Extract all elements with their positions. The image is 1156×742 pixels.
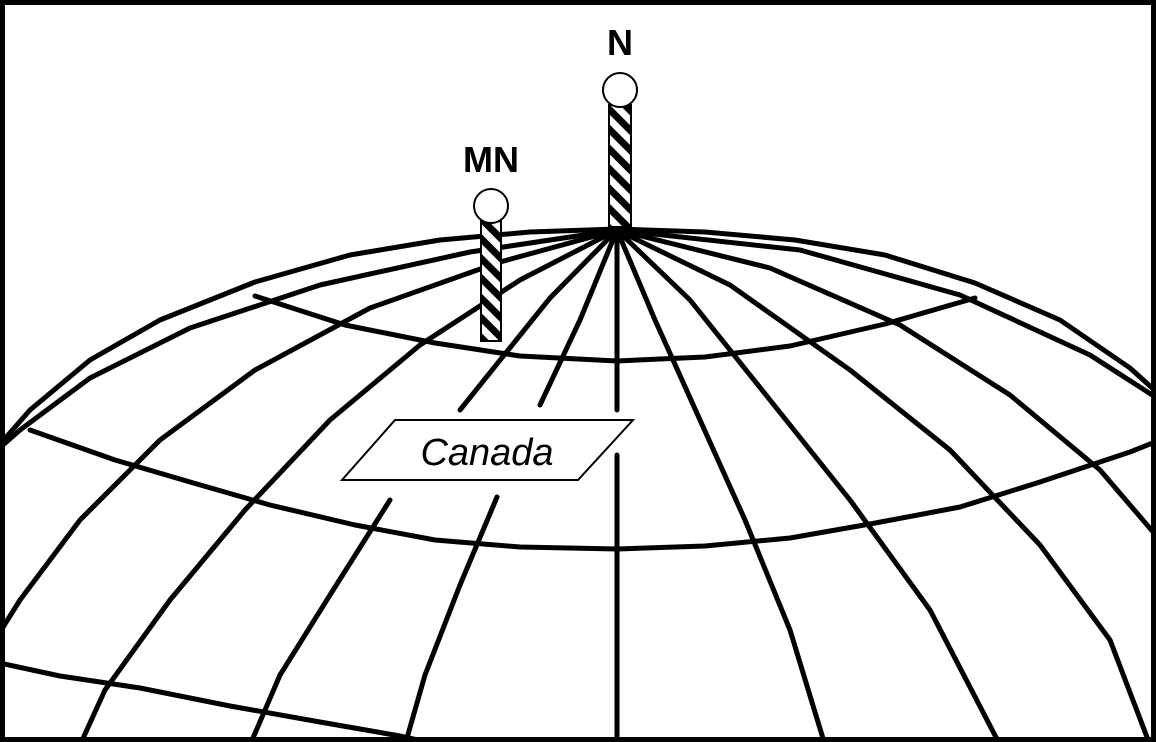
geographic-north-pole: N (602, 22, 638, 228)
north-pole-shaft (608, 104, 632, 228)
meridian-9 (614, 227, 1151, 738)
magnetic-north-label: MN (463, 139, 519, 180)
meridian-8 (614, 227, 1000, 738)
meridian-10 (614, 227, 1152, 535)
magnetic-north-pole-knob (473, 188, 509, 224)
north-pole-knob (602, 72, 638, 108)
meridian-2 (4, 227, 620, 631)
region-label-frame (339, 419, 636, 481)
meridian-3 (80, 227, 620, 738)
magnetic-north-pole-shaft (480, 220, 502, 342)
meridian-4 (250, 227, 620, 738)
meridian-7 (614, 227, 826, 738)
meridian-1 (4, 227, 620, 448)
north-label: N (607, 22, 633, 63)
canada-label-box: Canada (339, 419, 636, 481)
parallel-3 (4, 661, 421, 738)
meridians (4, 227, 1152, 738)
globe-outline (4, 226, 1152, 444)
magnetic-north-pole: MN (463, 139, 519, 342)
region-label: Canada (420, 432, 553, 474)
meridian-5 (404, 227, 620, 738)
meridian-11 (614, 227, 1152, 398)
